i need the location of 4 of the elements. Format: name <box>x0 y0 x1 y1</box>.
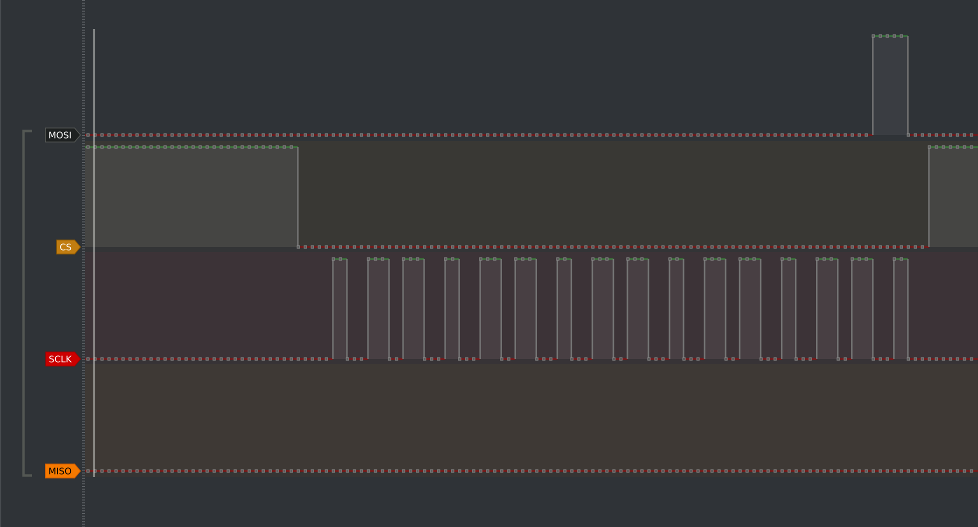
signal-tag: SCLK <box>45 352 82 366</box>
signal-tag: MOSI <box>45 128 82 142</box>
signal-tag: MISO <box>45 464 82 478</box>
signal-tag: CS <box>56 240 82 254</box>
